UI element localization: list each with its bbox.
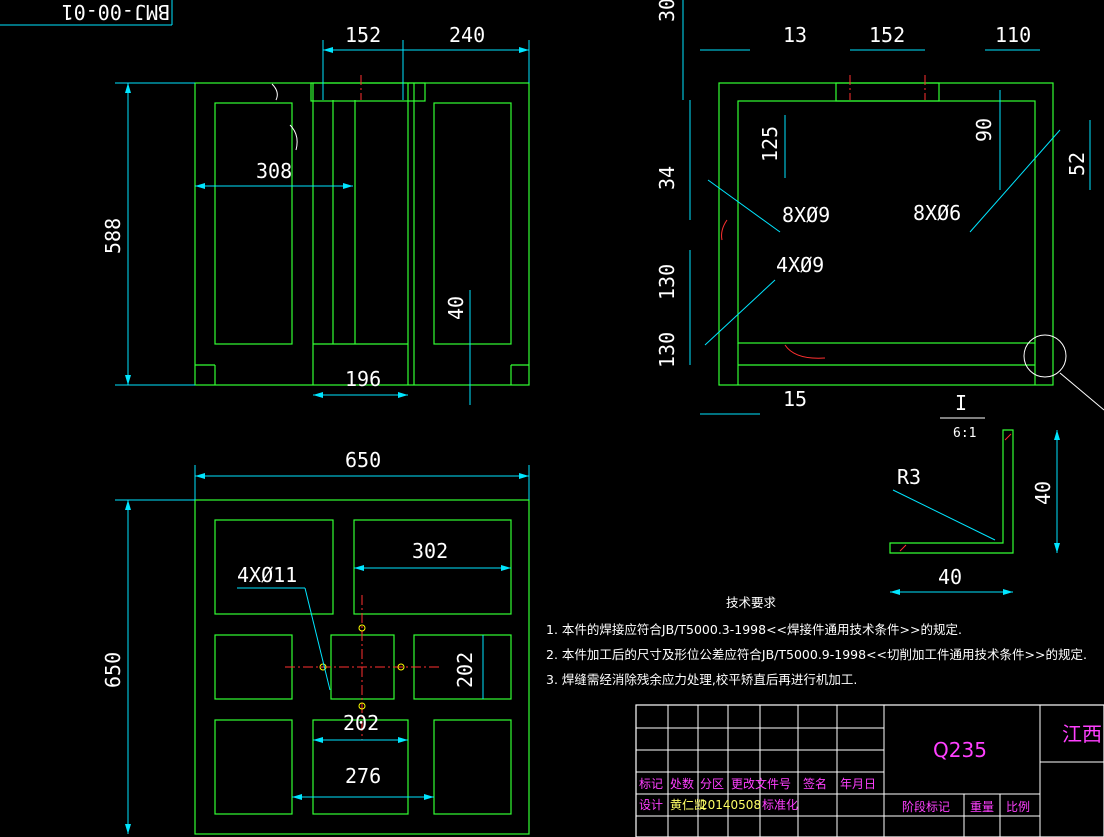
tb-row2-2: 20140508 <box>700 798 761 812</box>
tb-row1-4: 签名 <box>803 776 827 791</box>
dim-240: 240 <box>449 23 485 47</box>
tb-row2-1: 黄仁凯 <box>670 798 706 812</box>
top-right-view: 30 13 152 110 125 90 52 34 130 130 15 8X… <box>655 0 1104 415</box>
drawing-number: BMJ-00-01 <box>62 0 170 24</box>
bottom-view: 650 650 302 202 202 276 4XØ11 <box>101 448 530 835</box>
dim-90: 90 <box>972 118 996 142</box>
hole-label-8x9: 8XØ9 <box>782 203 830 227</box>
tb-row3-2: 比例 <box>1006 800 1030 814</box>
tech-item-2: 2. 本件加工后的尺寸及形位公差应符合JB/T5000.9-1998<<切削加工… <box>546 647 1087 662</box>
drawing-number-box: BMJ-00-01 <box>0 0 173 26</box>
dim-13: 13 <box>783 23 807 47</box>
tb-row3-1: 重量 <box>970 800 994 814</box>
tb-row2-0: 设计 <box>639 798 663 812</box>
dim-308: 308 <box>256 159 292 183</box>
tech-title: 技术要求 <box>726 595 777 610</box>
dim-125: 125 <box>758 126 782 162</box>
dim-196: 196 <box>345 367 381 391</box>
top-left-view: 152 240 588 308 40 196 <box>101 23 530 405</box>
dim-276: 276 <box>345 764 381 788</box>
dim-130-b: 130 <box>655 332 679 368</box>
dim-650-height: 650 <box>101 652 125 688</box>
tb-row1-5: 年月日 <box>840 777 876 791</box>
dim-34: 34 <box>655 166 679 190</box>
dim-302: 302 <box>412 539 448 563</box>
hole-label-4x9: 4XØ9 <box>776 253 824 277</box>
tb-row1-3: 更改文件号 <box>731 776 791 791</box>
dim-40-top-left: 40 <box>444 296 468 320</box>
hole-label-4x11: 4XØ11 <box>237 563 297 587</box>
title-block-company: 江西 <box>1062 722 1102 746</box>
tb-row2-3: 标准化 <box>762 798 798 812</box>
detail-view: I 6:1 40 40 R3 <box>889 391 1058 593</box>
dim-202-vertical: 202 <box>453 652 477 688</box>
title-block-material: Q235 <box>933 738 987 762</box>
dim-130-a: 130 <box>655 264 679 300</box>
tech-item-1: 1. 本件的焊接应符合JB/T5000.3-1998<<焊接件通用技术条件>>的… <box>546 622 962 637</box>
tb-row3-0: 阶段标记 <box>902 799 950 814</box>
dim-detail-40-h: 40 <box>1031 481 1055 505</box>
dim-202-horizontal: 202 <box>343 711 379 735</box>
tech-item-3: 3. 焊缝需经消除残余应力处理,校平矫直后再进行机加工. <box>546 672 857 687</box>
dim-30: 30 <box>655 0 679 22</box>
dim-152-top-left: 152 <box>345 23 381 47</box>
dim-15: 15 <box>783 387 807 411</box>
dim-52: 52 <box>1065 152 1089 176</box>
dim-650-width: 650 <box>345 448 381 472</box>
tb-row1-0: 标记 <box>639 777 663 791</box>
dim-detail-40-w: 40 <box>938 565 962 589</box>
dim-152-top-right: 152 <box>869 23 905 47</box>
arrowheads <box>125 47 1060 834</box>
detail-label: I <box>955 391 967 415</box>
hole-label-8x6: 8XØ6 <box>913 201 961 225</box>
dim-r3: R3 <box>897 465 921 489</box>
dim-110: 110 <box>995 23 1031 47</box>
tb-row1-1: 处数 <box>670 776 694 791</box>
title-block: Q235 江西 标记 处数 分区 更改文件号 签名 年月日 设计 黄仁凯 201… <box>635 704 1104 837</box>
tb-row1-2: 分区 <box>700 777 724 791</box>
dim-588: 588 <box>101 218 125 254</box>
detail-scale: 6:1 <box>953 426 976 441</box>
technical-requirements: 技术要求 1. 本件的焊接应符合JB/T5000.3-1998<<焊接件通用技术… <box>546 595 1087 687</box>
